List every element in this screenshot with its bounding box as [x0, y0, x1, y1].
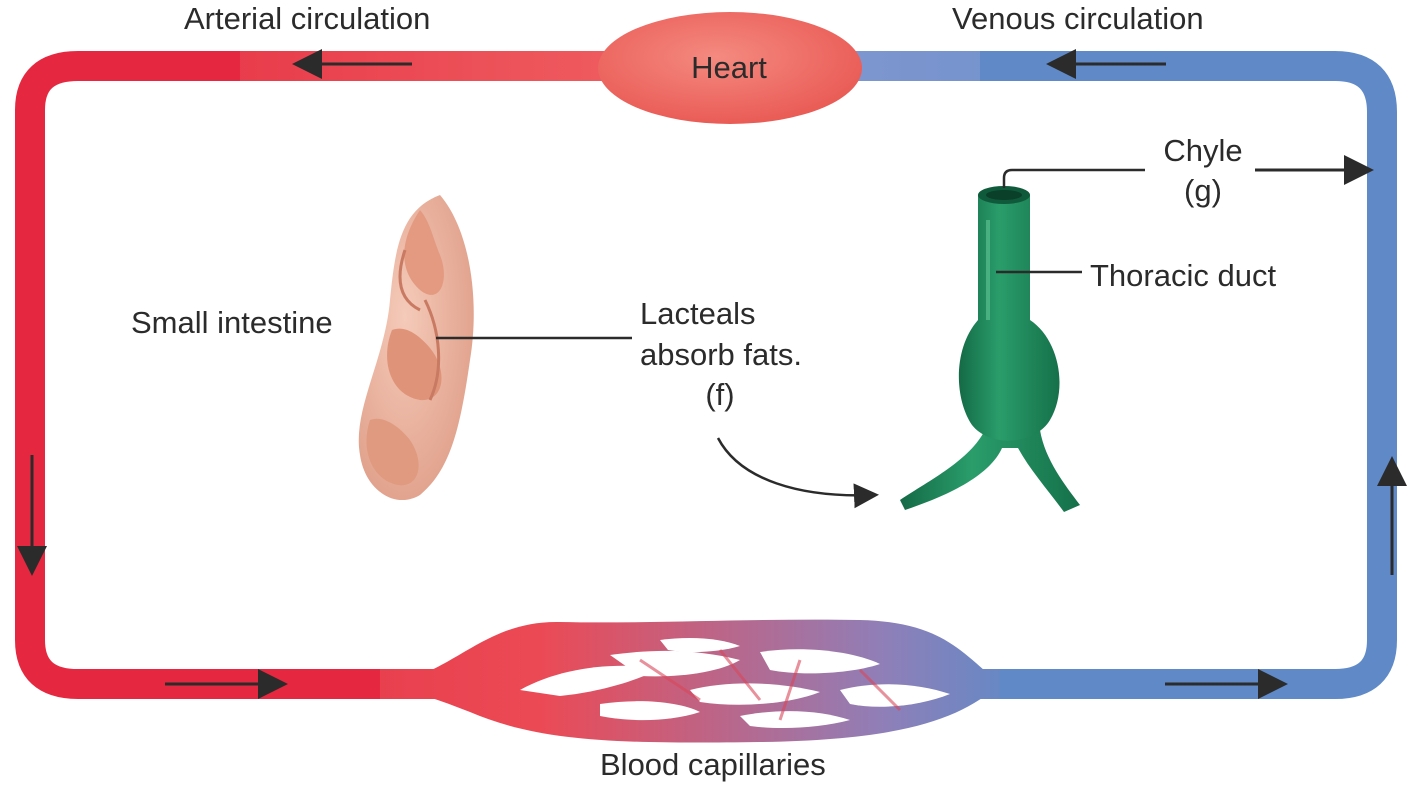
venous-circulation-label: Venous circulation [952, 1, 1204, 36]
lacteals-tag: (f) [705, 377, 735, 412]
lacteals-label: Lacteals [640, 296, 756, 331]
chyle-tag: (g) [1184, 173, 1222, 208]
blood-capillaries-label: Blood capillaries [600, 747, 826, 782]
chyle-label: Chyle [1163, 133, 1243, 168]
flow-arrows [17, 49, 1407, 699]
arterial-vessel-left [14, 51, 610, 699]
heart-shape [598, 12, 862, 124]
capillary-branches [639, 649, 902, 721]
chyle-leader [1002, 168, 1145, 188]
leader-lines [436, 168, 1145, 509]
small-intestine-label: Small intestine [131, 305, 333, 340]
arterial-circulation-label: Arterial circulation [184, 1, 431, 36]
lacteals-absorb-label: absorb fats. [640, 337, 802, 372]
heart-label: Heart [691, 50, 767, 85]
small-intestine-illustration [358, 195, 474, 501]
lacteals-arrow [716, 437, 879, 509]
thoracic-duct-label: Thoracic duct [1090, 258, 1277, 293]
thoracic-duct-illustration [900, 186, 1080, 512]
venous-vessel-top [820, 51, 1397, 699]
